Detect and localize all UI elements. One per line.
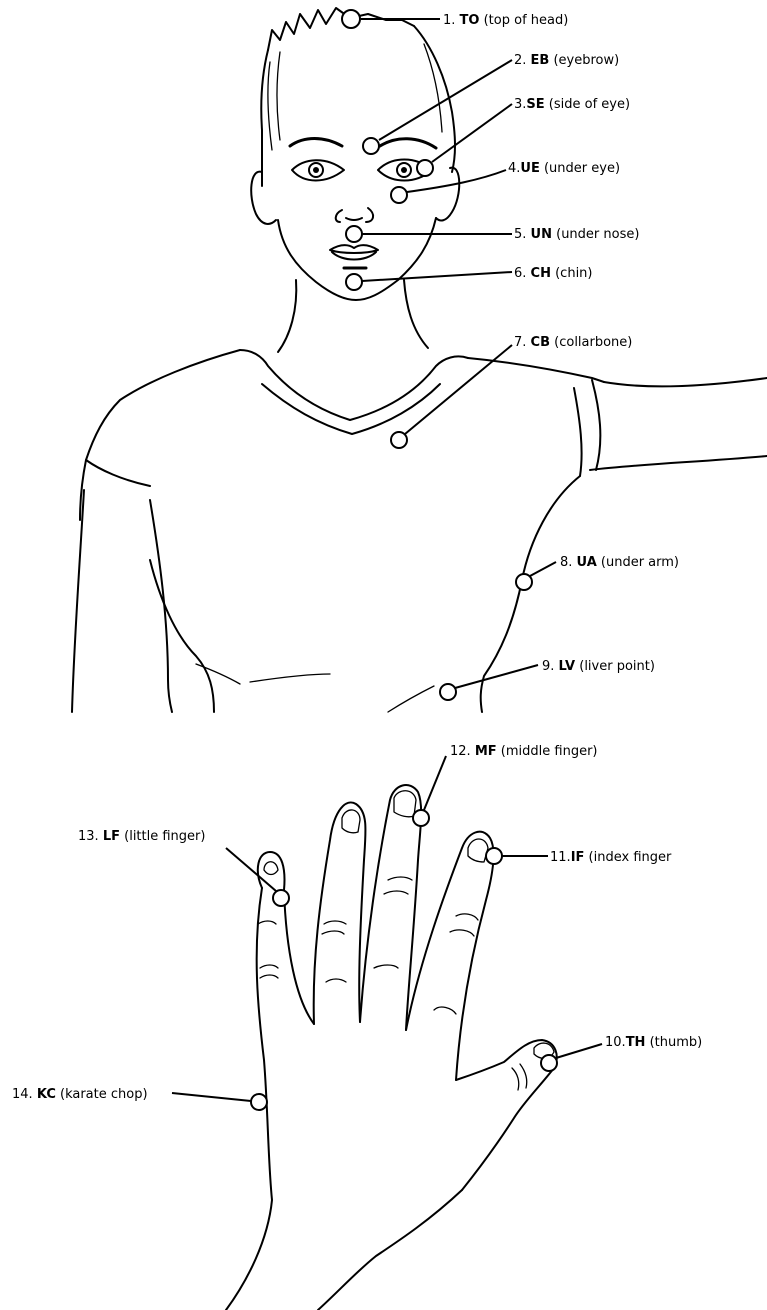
label-kc: 14. KC (karate chop) (12, 1087, 148, 1102)
right-eyebrow (380, 139, 436, 148)
ring-finger-nail (342, 810, 360, 833)
point-lv: 9. LV (liver point) (440, 659, 655, 700)
label-ua: 8. UA (under arm) (560, 555, 679, 570)
point-to: 1. TO (top of head) (342, 10, 568, 28)
marker-to (342, 10, 360, 28)
index-finger (406, 832, 493, 1080)
label-ue: 4.UE (under eye) (508, 161, 620, 176)
middle-finger-creases (374, 877, 412, 968)
right-arm-top (604, 378, 767, 386)
marker-lf (273, 890, 289, 906)
label-eb: 2. EB (eyebrow) (514, 53, 619, 68)
marker-lv (440, 684, 456, 700)
torso-drawing (72, 350, 767, 712)
label-ch: 6. CH (chin) (514, 266, 593, 281)
index-finger-nail (468, 839, 488, 862)
point-th: 10.TH (thumb) (541, 1035, 702, 1071)
point-mf: 12. MF (middle finger) (413, 744, 597, 826)
marker-ua (516, 574, 532, 590)
middle-finger (360, 785, 421, 1030)
left-eyebrow (290, 139, 342, 147)
label-cb: 7. CB (collarbone) (514, 335, 632, 350)
neck-left (278, 280, 296, 352)
leader-ua (530, 562, 556, 576)
neck-right (404, 280, 428, 348)
leader-lv (455, 665, 538, 688)
hair-spikes (268, 8, 414, 50)
left-sleeve-edge (86, 460, 150, 486)
hand-drawing (226, 785, 557, 1310)
thumb-creases (512, 1064, 527, 1090)
marker-un (346, 226, 362, 242)
little-finger (258, 852, 314, 1024)
leader-ch (362, 272, 512, 281)
leader-kc (172, 1093, 251, 1101)
left-arm (72, 490, 84, 712)
point-ua: 8. UA (under arm) (516, 555, 679, 590)
torso-left-side (150, 560, 214, 712)
leader-th (556, 1044, 602, 1058)
upper-lip (330, 245, 378, 253)
right-arm-bottom (590, 456, 767, 470)
label-mf: 12. MF (middle finger) (450, 744, 597, 759)
tapping-points: 1. TO (top of head) 2. EB (eyebrow) 3.SE… (12, 10, 702, 1110)
left-pupil (313, 167, 319, 173)
ring-finger (314, 803, 366, 1025)
point-if: 11.IF (index finger (486, 848, 672, 865)
point-cb: 7. CB (collarbone) (391, 335, 632, 448)
middle-finger-nail (394, 791, 416, 817)
label-se: 3.SE (side of eye) (514, 97, 630, 112)
marker-ue (391, 187, 407, 203)
wrist-right (318, 1190, 462, 1310)
leader-lf (226, 848, 276, 891)
leader-mf (424, 756, 446, 810)
head-drawing (251, 8, 459, 352)
marker-ch (346, 274, 362, 290)
leader-se (432, 104, 512, 162)
label-th: 10.TH (thumb) (605, 1035, 702, 1050)
label-if: 11.IF (index finger (550, 850, 672, 865)
marker-mf (413, 810, 429, 826)
right-ear (436, 168, 459, 221)
label-lf: 13. LF (little finger) (78, 829, 205, 844)
leader-eb (379, 60, 512, 140)
hair-strands (268, 44, 442, 150)
right-pupil (401, 167, 407, 173)
marker-kc (251, 1094, 267, 1110)
waist-line (196, 664, 434, 712)
marker-if (486, 848, 502, 864)
nose (336, 208, 373, 222)
little-finger-nail (264, 862, 278, 875)
little-finger-creases (258, 921, 278, 978)
point-kc: 14. KC (karate chop) (12, 1087, 267, 1110)
leader-cb (405, 345, 512, 434)
point-ch: 6. CH (chin) (346, 266, 593, 290)
label-lv: 9. LV (liver point) (542, 659, 655, 674)
right-shoulder (468, 358, 604, 382)
left-arm-inner (150, 500, 172, 712)
marker-se (417, 160, 433, 176)
point-un: 5. UN (under nose) (346, 226, 639, 242)
marker-eb (363, 138, 379, 154)
label-to: 1. TO (top of head) (443, 13, 568, 28)
label-un: 5. UN (under nose) (514, 227, 639, 242)
ring-finger-creases (322, 921, 346, 982)
right-sleeve (574, 380, 600, 476)
marker-cb (391, 432, 407, 448)
marker-th (541, 1055, 557, 1071)
left-shoulder (80, 350, 240, 520)
hair-left-side (261, 50, 268, 186)
left-ear (251, 172, 276, 224)
